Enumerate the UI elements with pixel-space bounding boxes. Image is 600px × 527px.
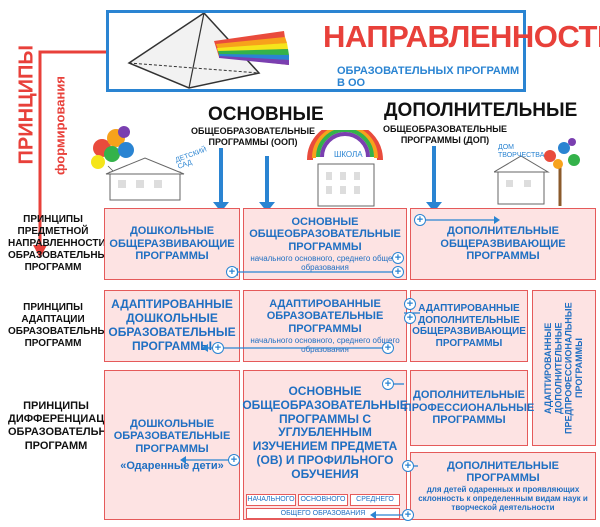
main-title: ОСНОВНЫЕ (208, 104, 324, 125)
kindergarten-illustration (91, 126, 185, 201)
row-label-adaptation: ПРИНЦИПЫ АДАПТАЦИИ ОБРАЗОВАТЕЛЬНЫХ ПРОГР… (8, 302, 115, 349)
box-adapted-main-title: АДАПТИРОВАННЫЕ ОБРАЗОВАТЕЛЬНЫЕ ПРОГРАММЫ (266, 297, 384, 336)
plus-icon: + (212, 342, 224, 354)
row-label-subject: ПРИНЦИПЫ ПРЕДМЕТНОЙ НАПРАВЛЕННОСТИ ОБРАЗ… (8, 214, 115, 273)
box-preschool-general: ДОШКОЛЬНЫЕ ОБЩЕРАЗВИВАЮЩИЕ ПРОГРАММЫ (104, 208, 240, 280)
box-adapted-extra: АДАПТИРОВАННЫЕ ДОПОЛНИТЕЛЬНЫЕ ОБЩЕРАЗВИВ… (410, 290, 528, 362)
box-extra-gifted-sub: для детей одаренных и проявляющих склонн… (418, 484, 588, 513)
box-main-general: ОСНОВНЫЕ ОБЩЕОБРАЗОВАТЕЛЬНЫЕ ПРОГРАММЫ н… (243, 208, 407, 280)
box-adapted-main: АДАПТИРОВАННЫЕ ОБРАЗОВАТЕЛЬНЫЕ ПРОГРАММЫ… (243, 290, 407, 362)
row-label-differentiation: ПРИНЦИПЫ ДИФФЕРЕНЦИАЦИИ ОБРАЗОВАТЕЛЬНЫХ … (8, 400, 125, 452)
box-extra-professional: ДОПОЛНИТЕЛЬНЫЕ ПРОФЕССИОНАЛЬНЫЕ ПРОГРАММ… (404, 370, 534, 446)
school-illustration (307, 130, 383, 207)
chip-general-education: ОБЩЕГО ОБРАЗОВАНИЯ (246, 508, 400, 519)
box-extra-gifted: ДОПОЛНИТЕЛЬНЫЕ ПРОГРАММЫ для детей одаре… (410, 452, 596, 520)
page-title: НАПРАВЛЕННОСТЬ (323, 19, 600, 54)
header-panel: НАПРАВЛЕННОСТЬ ОБРАЗОВАТЕЛЬНЫХ ПРОГРАММ … (106, 10, 600, 92)
box-preschool-general-text: ДОШКОЛЬНЫЕ ОБЩЕРАЗВИВАЮЩИЕ ПРОГРАММЫ (109, 225, 235, 263)
plus-icon: + (402, 509, 414, 521)
box-main-general-title: ОСНОВНЫЕ ОБЩЕОБРАЗОВАТЕЛЬНЫЕ ПРОГРАММЫ (249, 215, 401, 254)
box-extra-professional-text: ДОПОЛНИТЕЛЬНЫЕ ПРОФЕССИОНАЛЬНЫЕ ПРОГРАММ… (403, 389, 535, 427)
box-preschool-gifted-sub: «Одаренные дети» (120, 459, 224, 472)
prism-illustration (127, 13, 289, 89)
box-extra-general: ДОПОЛНИТЕЛЬНЫЕ ОБЩЕРАЗВИВАЮЩИЕ ПРОГРАММЫ (410, 208, 596, 280)
box-preschool-gifted: ДОШКОЛЬНЫЕ ОБРАЗОВАТЕЛЬНЫЕ ПРОГРАММЫ «Од… (104, 370, 240, 520)
page-subtitle: ОБРАЗОВАТЕЛЬНЫХ ПРОГРАММ В ОО (337, 65, 520, 89)
box-adapted-preprofessional-text: АДАПТИРОВАННЫЕ ДОПОЛНИТЕЛЬНЫЕ ПРЕДПРОФЕС… (543, 302, 585, 434)
plus-icon: + (392, 266, 404, 278)
plus-icon: + (404, 298, 416, 310)
plus-icon: + (382, 378, 394, 390)
box-adapted-preschool-text: АДАПТИРОВАННЫЕ ДОШКОЛЬНЫЕ ОБРАЗОВАТЕЛЬНЫ… (108, 297, 236, 353)
plus-icon: + (228, 454, 240, 466)
box-preschool-gifted-title: ДОШКОЛЬНЫЕ ОБРАЗОВАТЕЛЬНЫЕ ПРОГРАММЫ (113, 417, 231, 455)
box-main-general-sub: начального основного, среднего общего об… (250, 253, 400, 272)
plus-icon: + (382, 342, 394, 354)
plus-icon: + (402, 460, 414, 472)
main-subtitle: ОБЩЕОБРАЗОВАТЕЛЬНЫЕ ПРОГРАММЫ (ООП) (190, 126, 316, 148)
box-adapted-extra-text: АДАПТИРОВАННЫЕ ДОПОЛНИТЕЛЬНЫЕ ОБЩЕРАЗВИВ… (412, 303, 526, 349)
creativity-label: ДОМ ТВОРЧЕСТВА (498, 144, 545, 159)
plus-icon: + (414, 214, 426, 226)
extra-title: ДОПОЛНИТЕЛЬНЫЕ (384, 100, 578, 121)
box-adapted-main-sub: начального основного, среднего общего об… (250, 335, 400, 354)
plus-icon: + (392, 252, 404, 264)
chip-primary: НАЧАЛЬНОГО (246, 494, 296, 506)
box-main-advanced-text: ОСНОВНЫЕ ОБЩЕОБРАЗОВАТЕЛЬНЫЕ ПРОГРАММЫ С… (242, 384, 408, 481)
chip-basic: ОСНОВНОГО (298, 494, 348, 506)
extra-subtitle: ОБЩЕОБРАЗОВАТЕЛЬНЫЕ ПРОГРАММЫ (ДОП) (382, 124, 508, 146)
header-connector (33, 50, 106, 258)
box-extra-gifted-title: ДОПОЛНИТЕЛЬНЫЕ ПРОГРАММЫ (447, 459, 559, 485)
box-adapted-preprofessional: АДАПТИРОВАННЫЕ ДОПОЛНИТЕЛЬНЫЕ ПРЕДПРОФЕС… (532, 290, 596, 446)
chip-secondary: СРЕДНЕГО (350, 494, 400, 506)
plus-icon: + (404, 312, 416, 324)
box-extra-general-text: ДОПОЛНИТЕЛЬНЫЕ ОБЩЕРАЗВИВАЮЩИЕ ПРОГРАММЫ (440, 225, 566, 263)
creativity-house-illustration (494, 138, 580, 206)
down-arrows (213, 146, 442, 212)
plus-icon: + (226, 266, 238, 278)
school-label: ШКОЛА (334, 150, 363, 159)
